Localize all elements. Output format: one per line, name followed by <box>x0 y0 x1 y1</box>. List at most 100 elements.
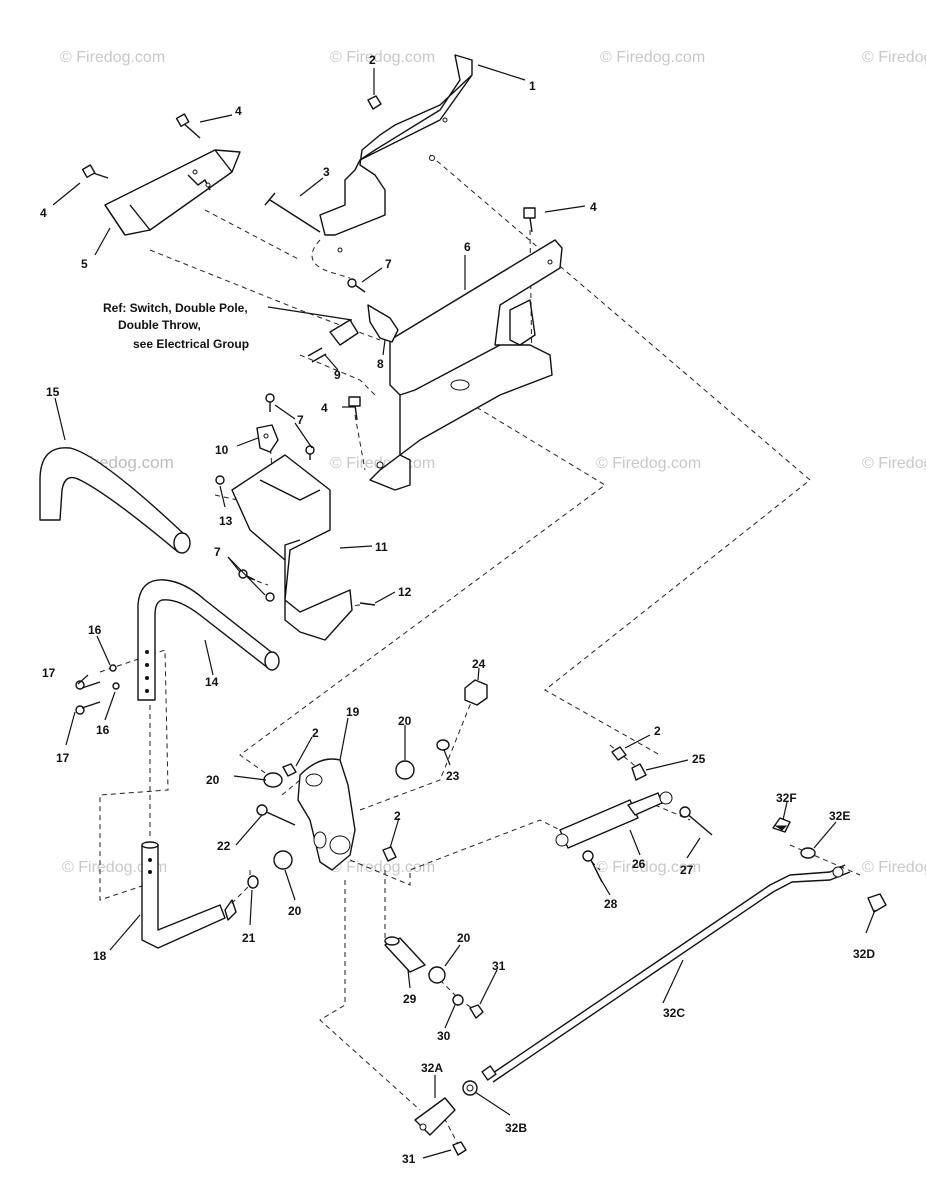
callout-4-right: 4 <box>590 200 597 214</box>
part-2-nut-d <box>382 846 397 862</box>
callout-10: 10 <box>215 443 229 457</box>
part-8-clip <box>367 304 399 343</box>
callout-19: 19 <box>346 705 360 719</box>
part-11-bracket <box>231 454 353 641</box>
part-32a-link <box>414 1097 456 1136</box>
callout-32b: 32B <box>505 1121 527 1135</box>
part-31-nut-a <box>469 1004 484 1019</box>
callout-27: 27 <box>680 863 694 877</box>
part-32e-washer <box>800 847 816 859</box>
callout-32a: 32A <box>421 1061 443 1075</box>
part-22-bolt <box>261 809 296 826</box>
callout-7-mid: 7 <box>297 413 304 427</box>
part-20-bushing-b <box>395 760 415 780</box>
part-2-nut-b <box>282 763 297 777</box>
watermark-12: © Firedog.com <box>862 859 926 876</box>
part-21-washer <box>247 875 259 889</box>
reference-note: Ref: Switch, Double Pole, Double Throw, … <box>103 301 249 351</box>
watermark-7: © Firedog.com <box>596 455 701 472</box>
callout-17-top: 17 <box>42 666 56 680</box>
part-10-tab <box>256 424 279 453</box>
callout-2-right: 2 <box>654 724 661 738</box>
part-18-lever <box>141 841 237 949</box>
callout-11: 11 <box>375 540 388 554</box>
callout-29: 29 <box>403 992 417 1006</box>
callout-16-top: 16 <box>88 623 102 637</box>
part-24-nut <box>464 679 488 706</box>
callout-2-top: 2 <box>369 53 376 67</box>
leader-lines <box>52 64 876 1159</box>
part-5-bracket <box>104 149 241 236</box>
part-2-nut-a <box>367 95 382 110</box>
part-20-bushing-d <box>428 966 446 984</box>
part-23-washer <box>436 739 450 751</box>
part-30-washer <box>452 994 464 1006</box>
watermarks: © Firedog.com © Firedog.com © Firedog.co… <box>60 49 926 876</box>
callout-3: 3 <box>323 165 330 179</box>
part-25-spacer <box>631 763 647 781</box>
callout-2-pivot: 2 <box>394 809 401 823</box>
callout-5: 5 <box>81 257 88 271</box>
callout-15: 15 <box>46 385 60 399</box>
part-9-screws <box>307 347 323 357</box>
part-3-bolt <box>264 192 321 233</box>
watermark-8: © Firedog.com <box>862 455 926 472</box>
part-12-bolt <box>359 602 376 606</box>
callout-4-top: 4 <box>235 104 242 118</box>
callout-14: 14 <box>205 675 219 689</box>
callout-4-mid: 4 <box>321 401 328 415</box>
callout-22: 22 <box>217 839 231 853</box>
part-6-plate <box>369 239 563 491</box>
callout-8: 8 <box>377 357 384 371</box>
watermark-10: © Firedog.com <box>330 859 435 876</box>
reference-note-line-2: Double Throw, <box>118 318 201 332</box>
part-32f-clip <box>772 817 791 833</box>
callout-6: 6 <box>464 240 471 254</box>
callout-20-low: 20 <box>288 904 302 918</box>
watermark-9: © Firedog.com <box>62 859 167 876</box>
callout-32d: 32D <box>853 947 875 961</box>
part-15-grip <box>39 447 191 554</box>
callout-31-low: 31 <box>402 1152 416 1166</box>
part-7-bolt-a <box>354 284 366 293</box>
watermark-3: © Firedog.com <box>600 49 705 66</box>
callout-32f: 32F <box>776 791 797 805</box>
switch-double-pole <box>329 319 359 346</box>
part-19-pivot <box>297 758 356 871</box>
watermark-2: © Firedog.com <box>330 49 435 66</box>
callouts: 1 2 3 4 4 4 5 6 7 8 9 4 7 10 13 11 7 12 … <box>40 53 875 1166</box>
callout-20-top: 20 <box>398 714 412 728</box>
callout-32e: 32E <box>829 809 850 823</box>
callout-7-low: 7 <box>214 545 221 559</box>
part-32c-rod <box>481 864 851 1083</box>
part-16-spacer-a <box>109 664 117 672</box>
callout-20-left: 20 <box>206 773 220 787</box>
part-26-gas-spring <box>555 791 673 849</box>
watermark-1: © Firedog.com <box>60 49 165 66</box>
callout-32c: 32C <box>663 1006 685 1020</box>
callout-30: 30 <box>437 1029 451 1043</box>
callout-20-right: 20 <box>457 931 471 945</box>
parts <box>39 54 887 1156</box>
part-4-bolt-c <box>529 217 533 233</box>
callout-17-low: 17 <box>56 751 70 765</box>
part-27-bolt <box>684 811 713 836</box>
part-20-bushing-c <box>273 850 293 870</box>
callout-12: 12 <box>398 585 412 599</box>
callout-2-mid: 2 <box>312 726 319 740</box>
callout-9: 9 <box>334 368 341 382</box>
watermark-11: © Firedog.com <box>596 859 701 876</box>
part-20-bushing-a <box>263 772 283 788</box>
part-14-handle <box>137 579 280 701</box>
callout-18: 18 <box>93 949 107 963</box>
part-32d-nut <box>867 893 887 913</box>
callout-25: 25 <box>692 752 706 766</box>
reference-note-line-3: see Electrical Group <box>133 337 249 351</box>
reference-note-line-1: Ref: Switch, Double Pole, <box>103 301 248 315</box>
callout-1: 1 <box>529 79 536 93</box>
watermark-4: © Firedog.com <box>862 49 926 66</box>
callout-28: 28 <box>604 897 618 911</box>
callout-4-left: 4 <box>40 206 47 220</box>
part-2-nut-c <box>611 746 627 761</box>
